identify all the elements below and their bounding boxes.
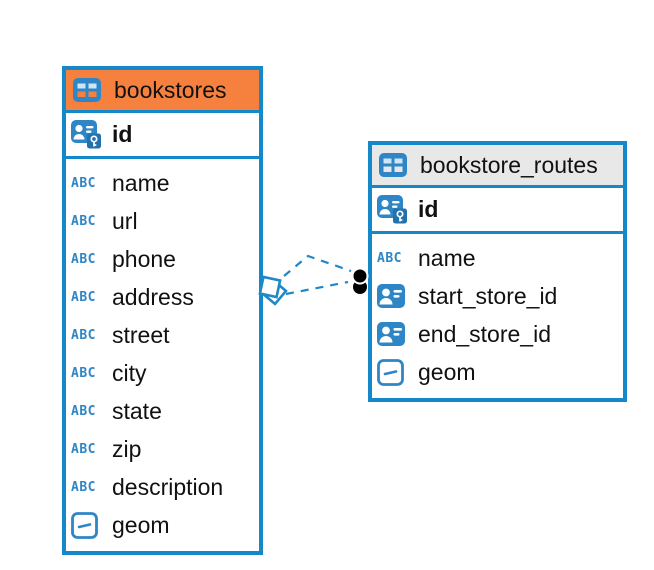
column-name: geom bbox=[112, 511, 170, 538]
text-icon: ABC bbox=[71, 251, 96, 267]
column-name: description bbox=[112, 473, 224, 500]
table-header[interactable]: bookstores bbox=[66, 70, 259, 113]
column-row[interactable]: ABC phone bbox=[66, 240, 259, 278]
text-icon: ABC bbox=[71, 441, 96, 457]
column-row[interactable]: ABC state bbox=[66, 392, 259, 430]
table-title: bookstore_routes bbox=[420, 151, 598, 178]
column-name: address bbox=[112, 283, 194, 310]
foreign-key-icon bbox=[377, 321, 411, 347]
table-title: bookstores bbox=[114, 76, 227, 103]
relationship-diamond bbox=[260, 278, 288, 306]
column-row[interactable]: end_store_id bbox=[372, 315, 623, 353]
column-name: state bbox=[112, 397, 162, 424]
column-row[interactable]: ABC description bbox=[66, 468, 259, 506]
column-name: start_store_id bbox=[418, 282, 558, 309]
column-name: id bbox=[112, 121, 133, 147]
column-row[interactable]: ABC street bbox=[66, 316, 259, 354]
text-icon: ABC bbox=[71, 289, 96, 305]
table-header[interactable]: bookstore_routes bbox=[372, 145, 623, 188]
column-name: phone bbox=[112, 245, 176, 272]
table-icon bbox=[378, 152, 412, 178]
column-name: geom bbox=[418, 358, 476, 385]
column-list: ABC name ABC url ABC phone ABC address ABC st… bbox=[66, 159, 259, 551]
column-name: name bbox=[112, 169, 170, 196]
primary-key-row[interactable]: id bbox=[372, 188, 623, 234]
column-row[interactable]: geom bbox=[66, 506, 259, 544]
text-icon: ABC bbox=[71, 213, 96, 229]
column-name: url bbox=[112, 207, 138, 234]
column-name: city bbox=[112, 359, 147, 386]
relationship-dot bbox=[353, 280, 367, 294]
table-card-bookstores[interactable]: bookstores id ABC name ABC url ABC phone AB… bbox=[62, 66, 263, 555]
text-icon: ABC bbox=[377, 250, 402, 266]
text-icon: ABC bbox=[71, 479, 96, 495]
column-list: ABC name start_store_id end_store_id geom bbox=[372, 234, 623, 398]
relationship-line bbox=[283, 254, 352, 277]
column-row[interactable]: start_store_id bbox=[372, 277, 623, 315]
column-row[interactable]: ABC city bbox=[66, 354, 259, 392]
geometry-icon bbox=[377, 358, 411, 386]
relationship-line bbox=[285, 280, 349, 296]
column-name: end_store_id bbox=[418, 320, 551, 347]
primary-key-icon bbox=[71, 119, 105, 150]
column-row[interactable]: ABC address bbox=[66, 278, 259, 316]
column-row[interactable]: ABC name bbox=[66, 164, 259, 202]
text-icon: ABC bbox=[71, 365, 96, 381]
column-row[interactable]: geom bbox=[372, 353, 623, 391]
foreign-key-icon bbox=[377, 283, 411, 309]
text-icon: ABC bbox=[71, 327, 96, 343]
column-name: name bbox=[418, 244, 476, 271]
table-card-bookstore-routes[interactable]: bookstore_routes id ABC name bbox=[368, 141, 627, 402]
primary-key-row[interactable]: id bbox=[66, 113, 259, 159]
column-row[interactable]: ABC url bbox=[66, 202, 259, 240]
column-name: street bbox=[112, 321, 170, 348]
relationship-dot bbox=[351, 267, 369, 285]
geometry-icon bbox=[71, 511, 105, 539]
column-name: id bbox=[418, 196, 439, 222]
column-row[interactable]: ABC name bbox=[372, 239, 623, 277]
text-icon: ABC bbox=[71, 403, 96, 419]
text-icon: ABC bbox=[71, 175, 96, 191]
column-name: zip bbox=[112, 435, 142, 462]
column-row[interactable]: ABC zip bbox=[66, 430, 259, 468]
primary-key-icon bbox=[377, 194, 411, 225]
table-icon bbox=[72, 77, 106, 103]
